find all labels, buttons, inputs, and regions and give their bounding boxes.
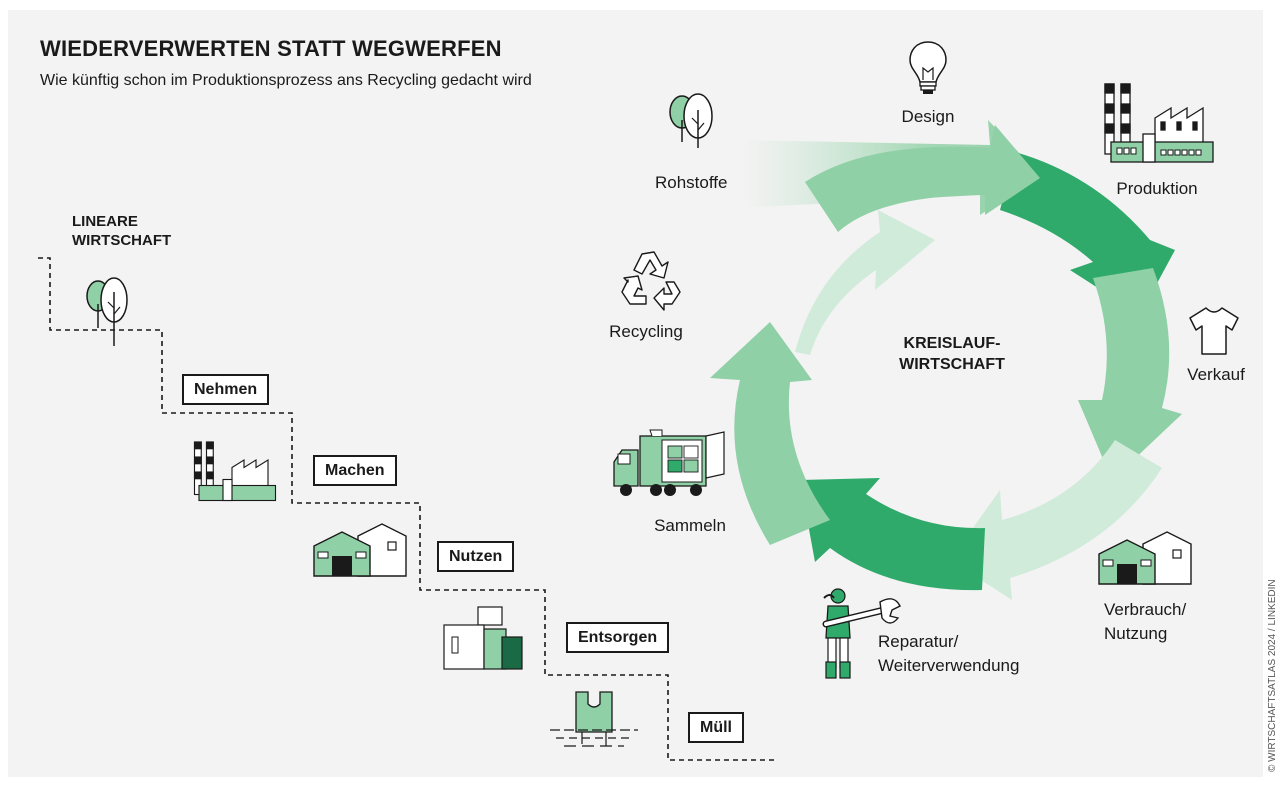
stage-sammeln: Sammeln: [654, 516, 726, 535]
arrow-reparatur: [800, 478, 985, 591]
trees-icon: [669, 93, 713, 148]
kreislauf-center-label: KREISLAUF- WIRTSCHAFT: [899, 333, 1005, 375]
step-entsorgen: Entsorgen: [566, 622, 670, 653]
step-machen: Machen: [313, 455, 397, 486]
stage-verbrauch: Verbrauch/ Nutzung: [1104, 598, 1186, 646]
linear-warehouse-icon: [313, 523, 407, 577]
step-nehmen: Nehmen: [182, 374, 270, 405]
factory-icon: [1104, 83, 1214, 163]
arrow-recycling: [735, 210, 935, 355]
center-line-1: KREISLAUF-: [903, 335, 1001, 352]
arrow-verbrauch: [950, 440, 1162, 600]
verbrauch-line-1: Verbrauch/: [1104, 600, 1187, 619]
page-title: WIEDERVERWERTEN STATT WEGWERFEN: [40, 36, 502, 61]
tshirt-icon: [1189, 307, 1239, 355]
boxes-icon: [443, 606, 523, 670]
arrow-design: [805, 125, 1040, 232]
lightbulb-icon: [909, 41, 947, 94]
verbrauch-line-2: Nutzung: [1104, 624, 1168, 643]
stage-rohstoffe: Rohstoffe: [655, 173, 728, 192]
step-nutzen: Nutzen: [437, 541, 515, 572]
credit-note: © WIRTSCHAFTSATLAS 2024 / LINKEDIN: [1267, 579, 1277, 772]
linear-factory-icon: [193, 441, 277, 502]
stage-produktion: Produktion: [1116, 179, 1198, 198]
plastic-bag-icon: [550, 691, 638, 747]
page-subtitle: Wie künftig schon im Produktionsprozess …: [40, 72, 532, 89]
arrow-verkauf: [1078, 268, 1182, 480]
warehouse-icon: [1098, 531, 1192, 585]
recycling-icon: [621, 251, 681, 311]
linear-trees-icon: [86, 277, 128, 346]
stage-design: Design: [901, 107, 955, 126]
stage-recycling: Recycling: [609, 322, 683, 341]
stage-reparatur: Reparatur/ Weiterverwendung: [878, 630, 1019, 678]
linear-heading-line-1: LINEARE: [72, 213, 138, 230]
truck-icon: [613, 429, 725, 496]
reparatur-line-1: Reparatur/: [878, 632, 959, 651]
reparatur-line-2: Weiterverwendung: [878, 656, 1020, 675]
linear-heading-line-2: WIRTSCHAFT: [72, 232, 172, 249]
step-muell: Müll: [688, 712, 744, 743]
linear-heading: LINEARE WIRTSCHAFT: [72, 212, 171, 250]
stage-verkauf: Verkauf: [1187, 365, 1245, 384]
arrow-sammeln: [710, 322, 830, 545]
repair-worker-icon: [822, 588, 901, 679]
center-line-2: WIRTSCHAFT: [899, 356, 1005, 373]
